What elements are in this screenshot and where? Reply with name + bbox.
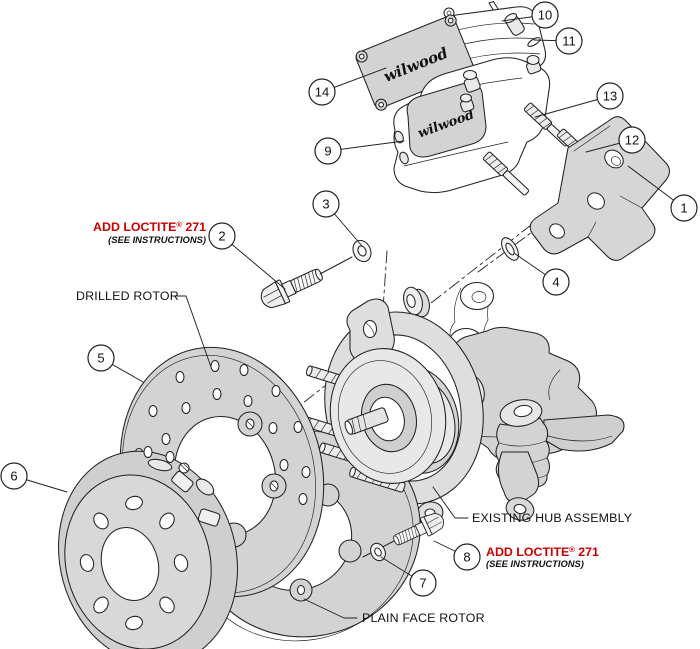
steering-arm	[542, 414, 625, 452]
svg-text:12: 12	[625, 133, 639, 148]
hat-lug-holes	[79, 495, 189, 631]
svg-text:4: 4	[552, 275, 559, 290]
rotor-hat	[57, 445, 239, 649]
svg-text:7: 7	[419, 576, 426, 591]
hex-bolt-lower	[393, 512, 445, 546]
leader-existing-hub	[432, 486, 469, 519]
knuckle-lower-tab	[497, 451, 540, 521]
bleed-screw-boss	[525, 54, 542, 75]
bolt-axis-upper	[319, 256, 353, 275]
strut-mount-ring-upper	[459, 281, 495, 311]
hex-bolt-upper	[260, 268, 323, 309]
svg-text:5: 5	[97, 351, 104, 366]
callout-2: 2	[208, 222, 236, 250]
callout-14: 14	[308, 78, 336, 106]
label-plain-face-rotor: PLAIN FACE ROTOR	[362, 611, 485, 625]
svg-text:6: 6	[10, 469, 17, 484]
callout-12: 12	[618, 126, 646, 154]
loctite-note-top: ADD LOCTITE® 271	[93, 220, 206, 234]
svg-text:14: 14	[315, 85, 329, 100]
svg-text:1: 1	[680, 201, 687, 216]
hub-assembly	[295, 348, 460, 493]
caliper-bracket	[529, 116, 671, 261]
callout-10: 10	[531, 1, 559, 29]
loctite-note-top-line2: (SEE INSTRUCTIONS)	[108, 234, 206, 245]
loctite-note-bottom-line2: (SEE INSTRUCTIONS)	[486, 558, 584, 569]
callout-6: 6	[0, 462, 28, 490]
crossover-fitting-lower	[459, 93, 475, 113]
loctite-note-bottom: ADD LOCTITE® 271	[486, 545, 599, 559]
callout-4: 4	[542, 268, 570, 296]
callout-13: 13	[596, 82, 624, 110]
callout-7: 7	[409, 569, 437, 597]
callout-9: 9	[314, 137, 342, 165]
svg-text:10: 10	[538, 8, 552, 23]
callout-5: 5	[87, 344, 115, 372]
labels: ADD LOCTITE® 271 (SEE INSTRUCTIONS) DRIL…	[76, 220, 632, 625]
pad-pin-end	[399, 151, 409, 165]
flat-washer-3	[352, 239, 372, 263]
hat-center-bore	[100, 527, 160, 601]
spindle-stub	[344, 407, 389, 435]
callout-1: 1	[670, 194, 698, 222]
label-existing-hub-assembly: EXISTING HUB ASSEMBLY	[472, 511, 632, 525]
knuckle-contour-2	[548, 369, 561, 401]
caliper-body: wilwood	[393, 54, 551, 194]
leader-plain-face-rotor	[303, 598, 358, 619]
svg-text:13: 13	[603, 89, 617, 104]
leader-line-2	[221, 235, 286, 290]
hat-flange-holes	[143, 445, 190, 474]
flat-washer-4	[501, 237, 519, 261]
bleed-screw-cap	[504, 13, 525, 36]
svg-text:3: 3	[322, 197, 329, 212]
hat-rim-slot	[147, 458, 173, 472]
hat-rim-tab	[171, 470, 194, 493]
brake-pad: wilwood	[355, 14, 474, 111]
strut-spacer-bushing	[403, 286, 430, 318]
callout-3: 3	[312, 190, 340, 218]
flat-washer-7	[370, 542, 386, 562]
crossover-fitting-upper	[462, 69, 481, 93]
callouts: 1 2 3 4 5 6 7 8 9 10 11 12 13 14	[0, 1, 698, 597]
callout-11: 11	[555, 27, 583, 55]
hat-rim-tab	[197, 508, 221, 527]
svg-text:2: 2	[218, 229, 225, 244]
bracket-ear-top	[346, 298, 395, 363]
svg-text:11: 11	[562, 34, 576, 49]
label-drilled-rotor: DRILLED ROTOR	[76, 289, 179, 303]
caliper-mount-stud	[482, 151, 530, 196]
svg-text:8: 8	[463, 550, 470, 565]
leader-drilled-rotor	[170, 295, 212, 368]
hat-rim-slot	[195, 478, 215, 496]
svg-text:9: 9	[324, 144, 331, 159]
callout-8: 8	[453, 543, 481, 571]
pad-pin-end	[394, 130, 404, 144]
caliper-assembly: wilwood wilwood	[355, 0, 551, 194]
